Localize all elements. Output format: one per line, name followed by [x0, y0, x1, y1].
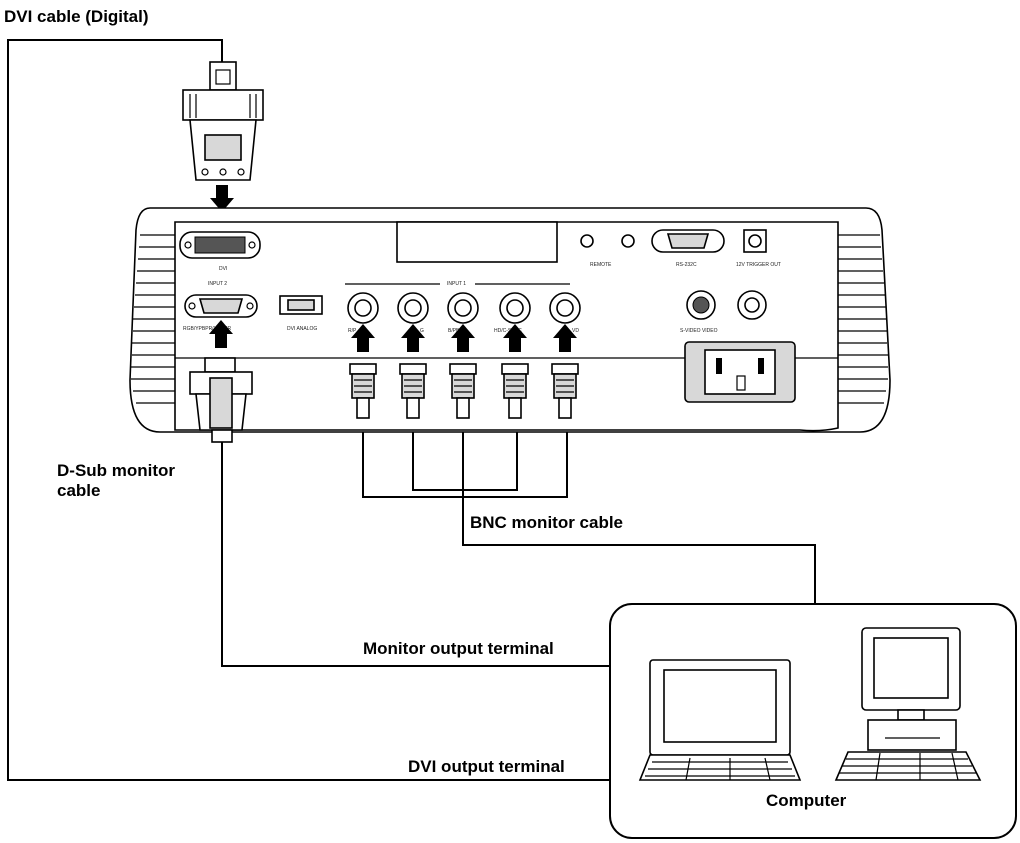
arrow-down-icon [210, 185, 234, 212]
dsub-cable-line [221, 440, 610, 667]
bnc-cable-bundle [362, 418, 816, 604]
dsub-cable-label-line2: cable [57, 481, 100, 500]
svideo-jack [686, 290, 767, 320]
dvi-plug [182, 61, 264, 181]
bnc-cable-label: BNC monitor cable [470, 513, 623, 532]
dsub-plug [189, 357, 253, 443]
dsub-cable-label-line1: D-Sub monitor [57, 461, 175, 480]
input2-port-label: RGB/YPBPR/YCBCR [183, 326, 231, 332]
computer-label: Computer [766, 791, 847, 810]
trigger-label: 12V TRIGGER OUT [736, 262, 781, 268]
bnc-jacks [347, 292, 581, 324]
bnc-label-2: G [420, 328, 424, 334]
input2-label: INPUT 2 [208, 281, 227, 287]
dsub-port [184, 294, 258, 318]
remote-label: REMOTE [590, 262, 612, 268]
bnc-label-5: VD [572, 328, 579, 334]
bnc-plugs [349, 363, 579, 419]
laptop-icon [638, 659, 802, 781]
input1-label: INPUT 1 [447, 281, 466, 287]
dvi-cable-line [7, 39, 610, 781]
rs232c-port [651, 229, 725, 253]
dvi-cable-label: DVI cable (Digital) [4, 7, 149, 26]
bnc-label-1: R/P [348, 328, 357, 334]
dvi-analog-port [279, 295, 323, 315]
dvi-port [179, 231, 261, 259]
bnc-label-4: HD/C-SYNC [494, 328, 522, 334]
ac-inlet [684, 341, 796, 403]
rs232c-label: RS-232C [676, 262, 697, 268]
dvi-analog-label: DVI ANALOG [287, 326, 317, 332]
bnc-label-3: B/PB [448, 328, 460, 334]
arrow-up-icons [209, 320, 577, 352]
monitor-output-label: Monitor output terminal [363, 639, 554, 658]
desktop-icon [834, 627, 982, 781]
dvi-port-label: DVI [219, 266, 227, 272]
trigger-jack [743, 229, 767, 253]
dvi-output-label: DVI output terminal [408, 757, 565, 776]
svideo-label: S-VIDEO VIDEO [680, 328, 718, 334]
computer-box [609, 603, 1017, 839]
remote-jacks [580, 234, 635, 248]
